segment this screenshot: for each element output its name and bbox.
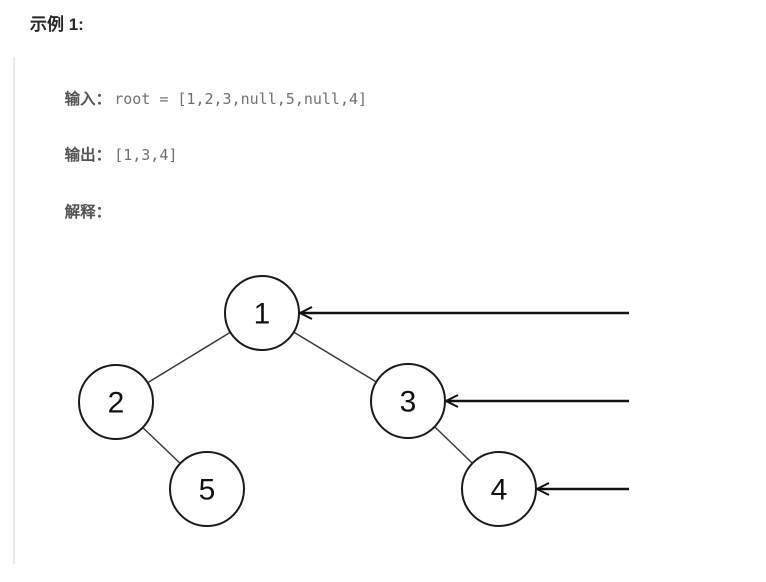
input-label: 输入：: [64, 91, 112, 108]
output-value: [1,3,4]: [114, 146, 178, 164]
example-heading: 示例 1:: [30, 15, 84, 34]
example-explanation-row: 解释：: [38, 182, 112, 240]
explanation-label: 解释：: [64, 204, 112, 221]
example-block: 输入：root = [1,2,3,null,5,null,4] 输出：[1,3,…: [13, 57, 755, 564]
input-value: root = [1,2,3,null,5,null,4]: [114, 90, 368, 108]
output-label: 输出：: [64, 147, 112, 164]
example-output-row: 输出：[1,3,4]: [38, 125, 178, 183]
example-input-row: 输入：root = [1,2,3,null,5,null,4]: [38, 69, 367, 127]
